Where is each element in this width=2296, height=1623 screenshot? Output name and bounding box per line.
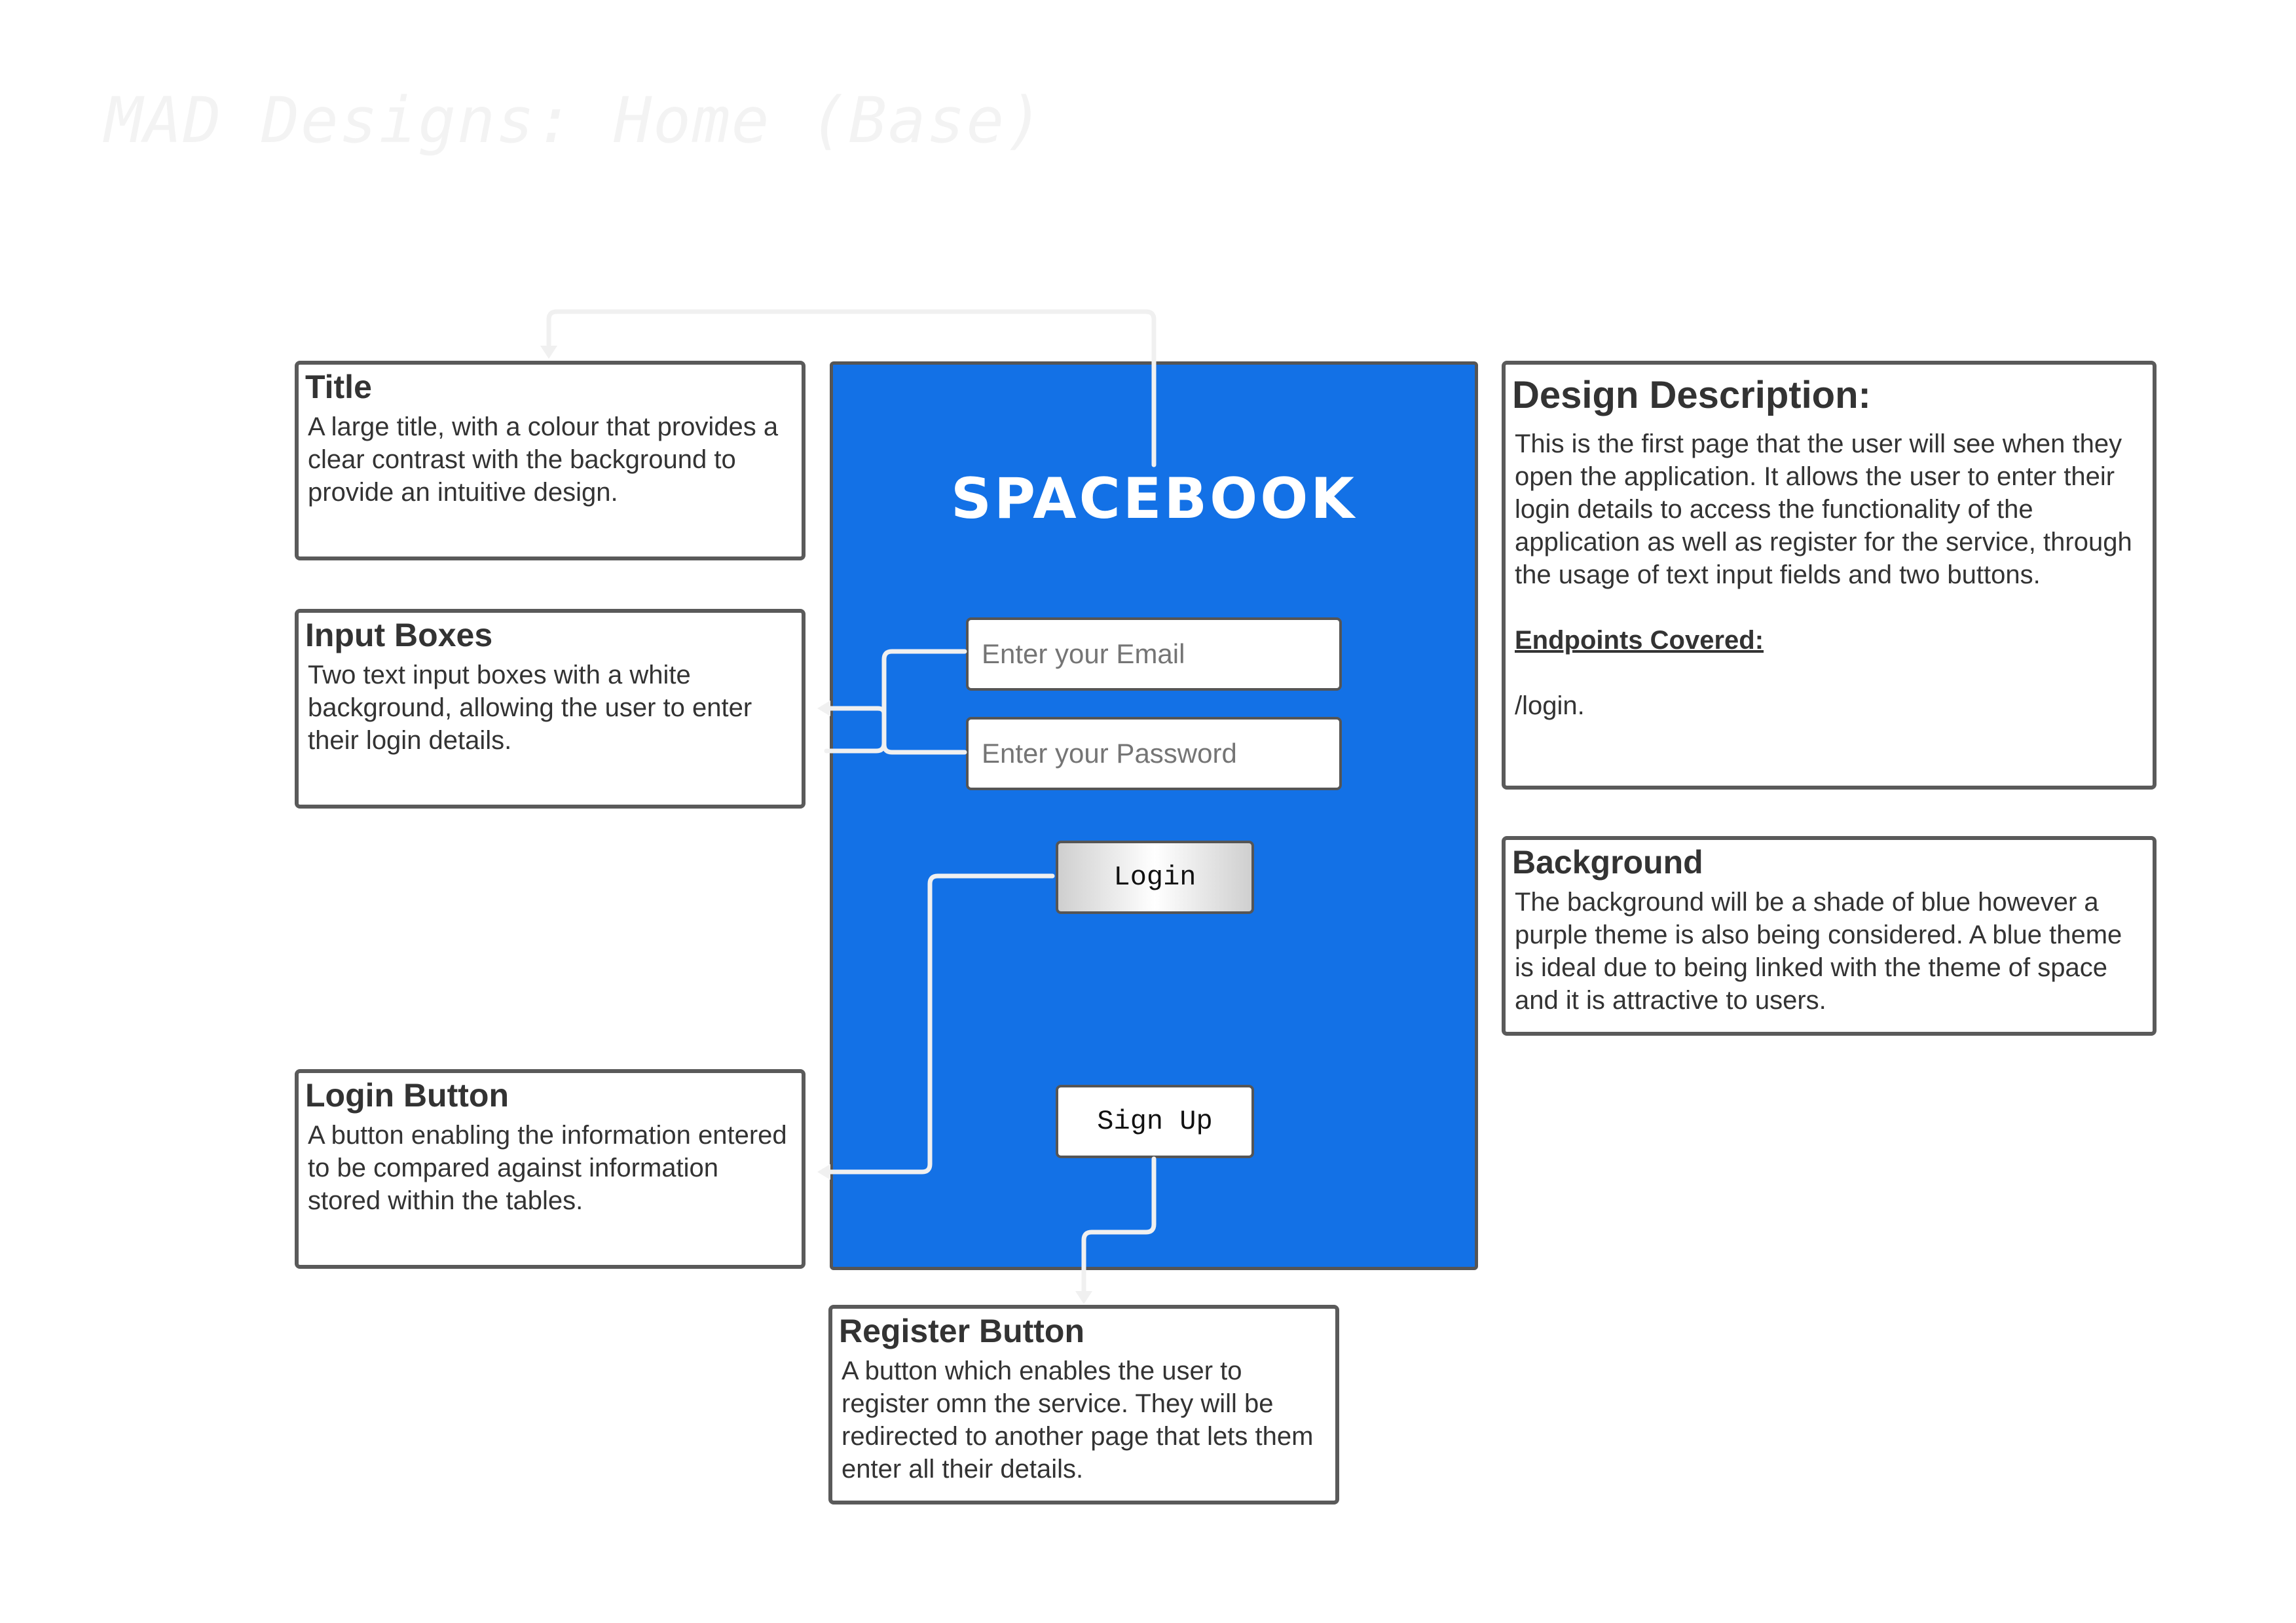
- design-description-body: This is the first page that the user wil…: [1515, 429, 2132, 589]
- background-note-heading: Background: [1512, 844, 1703, 881]
- title-note: Title A large title, with a colour that …: [295, 361, 805, 560]
- title-note-body: A large title, with a colour that provid…: [308, 412, 779, 507]
- app-title: SPACEBOOK: [951, 466, 1357, 532]
- app-screen-mockup: SPACEBOOK Login Sign Up: [830, 361, 1478, 1270]
- input-arrowhead: [817, 701, 830, 716]
- register-button-note-body: A button which enables the user to regis…: [842, 1357, 1314, 1484]
- page-title: MAD Designs: Home (Base): [105, 84, 1045, 157]
- endpoints-value: /login.: [1515, 691, 1585, 720]
- design-description-note: Design Description: This is the first pa…: [1502, 361, 2157, 790]
- input-boxes-note-heading: Input Boxes: [305, 617, 493, 653]
- title-note-heading: Title: [305, 369, 372, 405]
- login-arrowhead: [817, 1164, 830, 1180]
- background-note: Background The background will be a shad…: [1502, 836, 2157, 1036]
- endpoints-heading: Endpoints Covered:: [1515, 626, 1764, 655]
- login-button-note-body: A button enabling the information entere…: [308, 1121, 787, 1215]
- title-arrowhead: [540, 346, 557, 359]
- input-boxes-note: Input Boxes Two text input boxes with a …: [295, 609, 805, 809]
- login-button-note-heading: Login Button: [305, 1077, 509, 1114]
- password-input[interactable]: [966, 717, 1342, 790]
- email-input[interactable]: [966, 617, 1342, 691]
- register-button-note-heading: Register Button: [839, 1313, 1084, 1349]
- register-button-note: Register Button A button which enables t…: [828, 1305, 1339, 1504]
- input-boxes-note-body: Two text input boxes with a white backgr…: [308, 661, 752, 755]
- background-note-body: The background will be a shade of blue h…: [1515, 888, 2122, 1015]
- login-button-note: Login Button A button enabling the infor…: [295, 1069, 805, 1269]
- design-description-heading: Design Description:: [1512, 374, 1871, 416]
- signup-button[interactable]: Sign Up: [1056, 1085, 1254, 1158]
- login-button[interactable]: Login: [1056, 841, 1254, 914]
- register-arrowhead: [1075, 1291, 1092, 1304]
